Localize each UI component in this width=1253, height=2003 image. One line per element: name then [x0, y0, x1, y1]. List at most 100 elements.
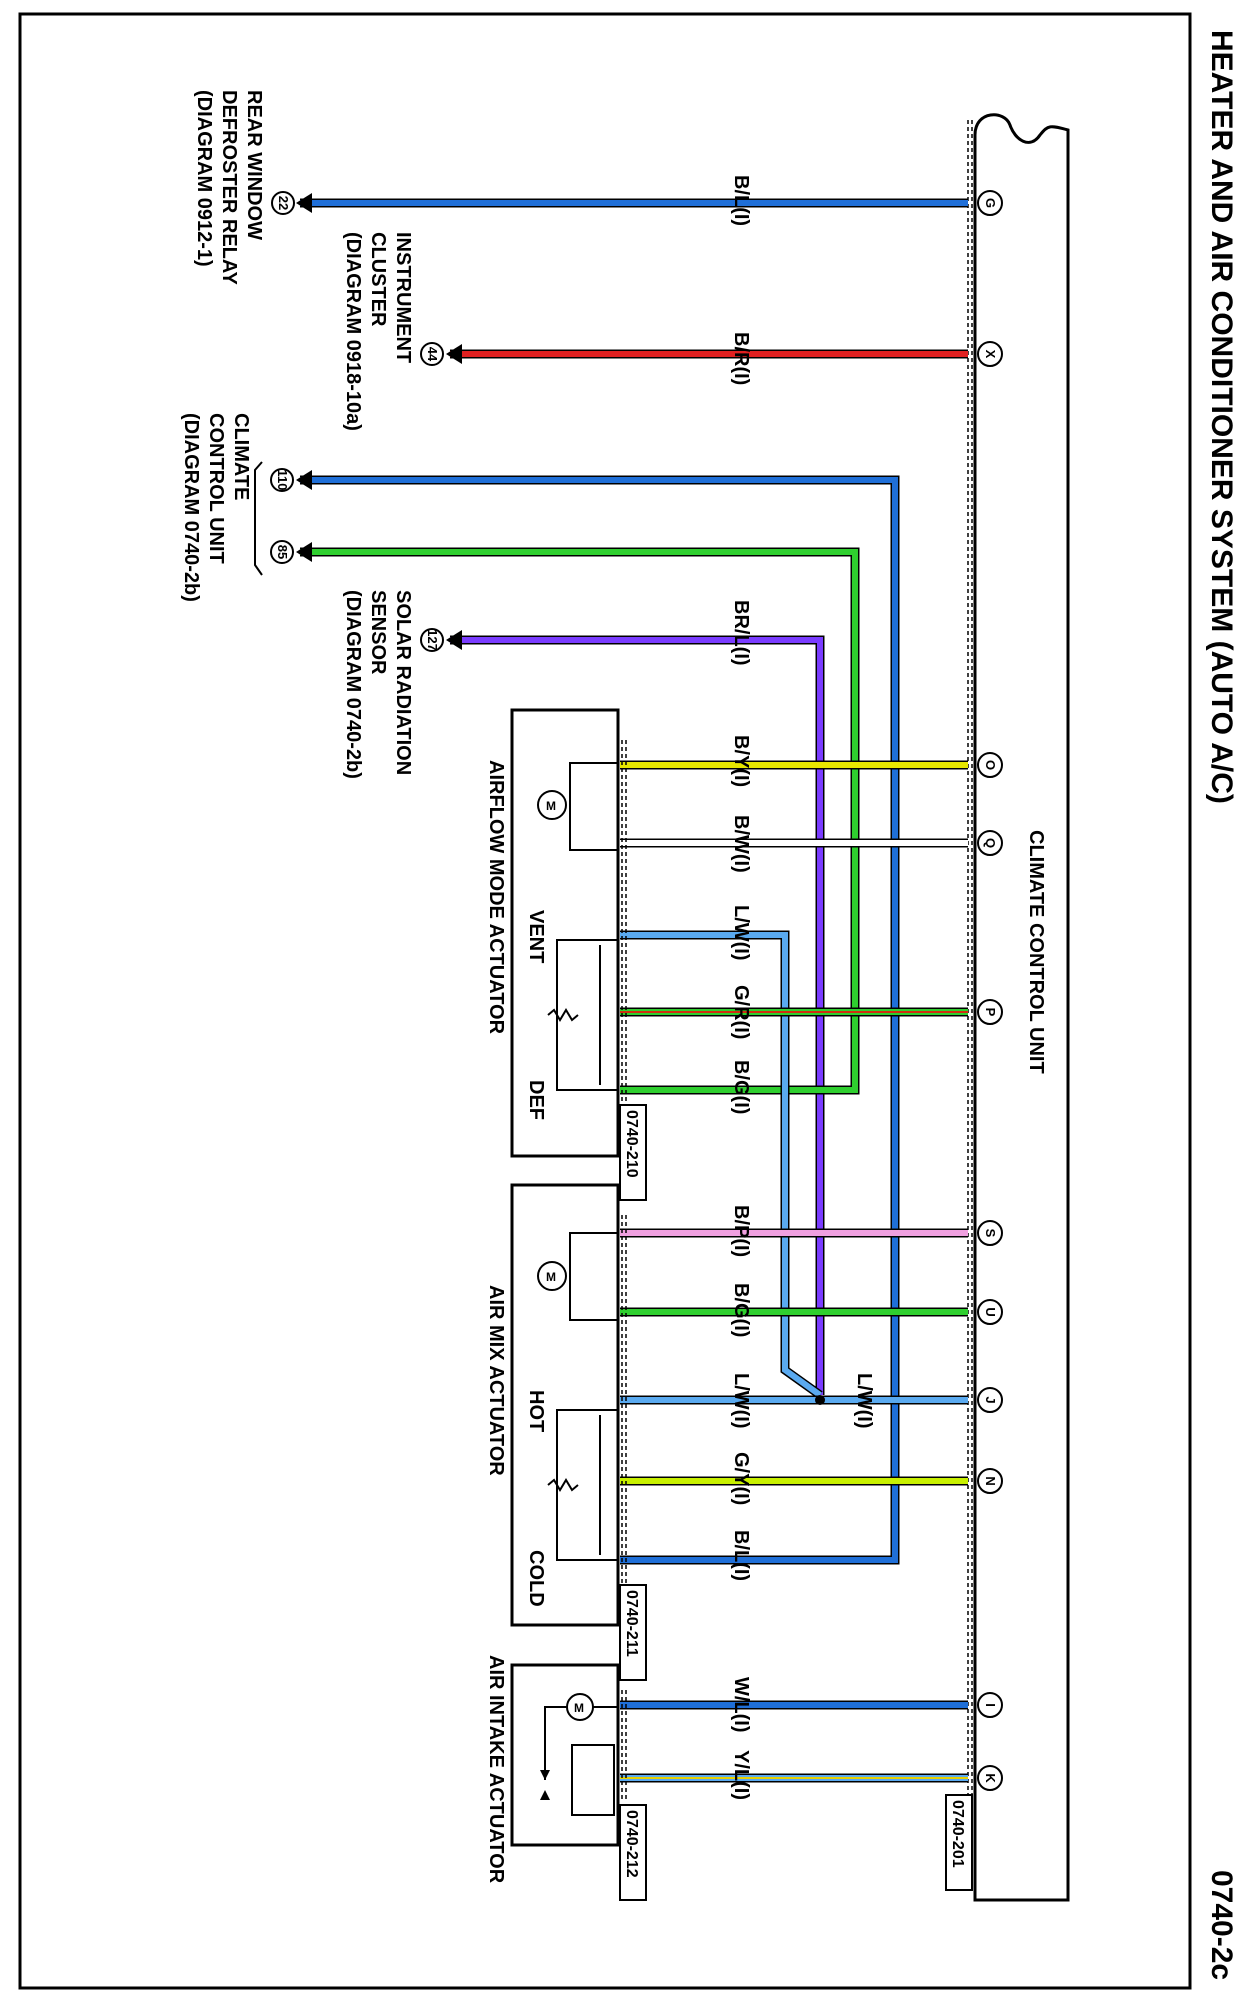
ccu-pin-n-group: N [983, 1476, 998, 1485]
ccu-pin-q: Q [983, 838, 998, 848]
pin-rear-defroster-circle [271, 191, 295, 215]
solar-label-line-2: (DIAGRAM 0740-2b) [342, 590, 364, 779]
wire-label-5: L/W(I) [730, 905, 752, 961]
airmix-motor-lead [569, 1232, 618, 1321]
title-group: HEATER AND AIR CONDITIONER SYSTEM (AUTO … [1205, 30, 1238, 804]
ccu-pin-p: P [983, 1008, 998, 1017]
arrow-ccu-b-110 [296, 470, 312, 490]
pin-ccu-b-110-circle [270, 468, 294, 492]
wire-label-5-group: L/W(I) [730, 905, 752, 961]
wire-label-14-group: W/L(I) [730, 1677, 752, 1733]
ccu-pin-u: U [983, 1307, 998, 1316]
wire-lw-vent-outline [620, 930, 823, 1399]
wire-label-3: B/Y(I) [730, 735, 752, 787]
pin-ccu-b-85-circle [270, 540, 294, 564]
ccu-connector-id: 0740-201 [949, 1800, 966, 1868]
rear-defroster-label-line-2-group: (DIAGRAM 0912-1) [193, 90, 215, 267]
wire-brl [450, 637, 823, 1395]
airmix-connector-tag [619, 1584, 647, 1681]
cluster-label-line-0-group: INSTRUMENT [392, 232, 414, 363]
solar-label-line-0-group: SOLAR RADIATION [392, 590, 414, 775]
wire-label-13-group: B/L(I) [730, 1530, 752, 1581]
wire-label-9: B/G(I) [730, 1283, 752, 1337]
resistor-icon [547, 1478, 579, 1492]
wire-label-6-group: G/R(I) [730, 985, 752, 1039]
airmix-cold-label: COLD [525, 1550, 547, 1607]
solar-label-line-1-group: SENSOR [367, 590, 389, 675]
wire-label-12-group: G/Y(I) [730, 1452, 752, 1505]
ccu-pin-q-circle [977, 830, 1003, 856]
wire-label-13: B/L(I) [730, 1530, 752, 1581]
wire-label-9-group: B/G(I) [730, 1283, 752, 1337]
motor-icon [537, 790, 567, 820]
ccu-pin-i-circle [977, 1692, 1003, 1718]
airflow-connector-tag [619, 1104, 647, 1201]
ccu-label: CLIMATE CONTROL UNIT [1025, 830, 1047, 1074]
ccu-pin-g: G [983, 198, 998, 208]
wire-label-4: B/W(I) [730, 815, 752, 873]
arrow-rear-defroster [296, 193, 312, 213]
solar-label-line-2-group: (DIAGRAM 0740-2b) [342, 590, 364, 779]
ccu-pin-o-group: O [983, 760, 998, 770]
diagram-number-group: 0740-2c [1205, 1870, 1238, 1980]
wire-label-0-group: B/L(I) [730, 175, 752, 226]
ccu-pin-k-group: K [983, 1773, 998, 1783]
intake-switch-icon [571, 1744, 615, 1816]
pin-rear-defroster-group: 22 [276, 196, 291, 210]
diode-icon [540, 1770, 550, 1780]
wire-label-11-group: L/W(I) [853, 1373, 875, 1429]
wire-label-12: G/Y(I) [730, 1452, 752, 1505]
ccu-box [973, 113, 1070, 1902]
ccu-pin-j: J [983, 1396, 998, 1403]
wire-label-15-group: Y/L(I) [730, 1750, 752, 1800]
rear-defroster-label-line-1: DEFROSTER RELAY [218, 90, 240, 286]
arrow-ccu-b-85 [296, 542, 312, 562]
pin-ccu-b-110-group: 110 [275, 470, 290, 491]
cluster-label-line-1-group: CLUSTER [367, 232, 389, 327]
wire-label-4-group: B/W(I) [730, 815, 752, 873]
pin-cluster: 44 [425, 347, 440, 362]
pin-cluster-circle [420, 342, 444, 366]
pin-solar-group: 127 [425, 629, 440, 651]
ccu-pin-o-circle [977, 752, 1003, 778]
airmix-actuator-label: AIR MIX ACTUATOR [485, 1285, 507, 1476]
ccu-b-bracket [254, 461, 263, 576]
wire-label-10-group: L/W(I) [730, 1373, 752, 1429]
ccu-pin-o: O [983, 760, 998, 770]
wire-label-2-group: BR/L(I) [730, 600, 752, 666]
resistor-icon [547, 1008, 579, 1022]
intake-connector-tag [619, 1804, 647, 1901]
rear-defroster-label-line-2: (DIAGRAM 0912-1) [193, 90, 215, 267]
ccu-pin-i-group: I [983, 1703, 998, 1707]
wire-bg-85 [300, 549, 858, 1093]
pin-solar: 127 [425, 629, 440, 651]
airmix-hot-label: HOT [525, 1390, 547, 1432]
solar-label-line-1: SENSOR [367, 590, 389, 675]
wire-label-10: L/W(I) [730, 1373, 752, 1429]
ccu-b-label-line-0: CLIMATE [230, 413, 252, 500]
ccu-pin-s: S [983, 1229, 998, 1238]
ccu-pin-s-group: S [983, 1229, 998, 1238]
ccu-b-label-line-1-group: CONTROL UNIT [205, 413, 227, 564]
wire-label-8: B/P(I) [730, 1205, 752, 1257]
cluster-label-line-2-group: (DIAGRAM 0918-10a) [342, 232, 364, 431]
wire-label-1-group: B/R(I) [730, 332, 752, 385]
ccu-pin-x-circle [977, 341, 1003, 367]
airflow-connector-id: 0740-210 [623, 1110, 640, 1178]
ccu-pin-i: I [983, 1703, 998, 1707]
air-intake-actuator: 0740-212 AIR INTAKE ACTUATOR M [485, 1655, 647, 1901]
ccu-pin-j-circle [977, 1387, 1003, 1413]
ccu-pin-n: N [983, 1476, 998, 1485]
ccu-pin-g-circle [977, 190, 1003, 216]
page-title: HEATER AND AIR CONDITIONER SYSTEM (AUTO … [1205, 30, 1238, 804]
airflow-def-label: DEF [525, 1080, 547, 1120]
airflow-actuator-label: AIRFLOW MODE ACTUATOR [485, 760, 507, 1035]
wire-label-6: G/R(I) [730, 985, 752, 1039]
arrow-cluster [446, 344, 462, 364]
ccu-b-label-line-0-group: CLIMATE [230, 413, 252, 500]
air-mix-actuator: 0740-211 AIR MIX ACTUATOR HOT COLD M [485, 1183, 647, 1681]
wire-label-3-group: B/Y(I) [730, 735, 752, 787]
intake-actuator-label: AIR INTAKE ACTUATOR [485, 1655, 507, 1884]
ccu-pin-p-group: P [983, 1008, 998, 1017]
